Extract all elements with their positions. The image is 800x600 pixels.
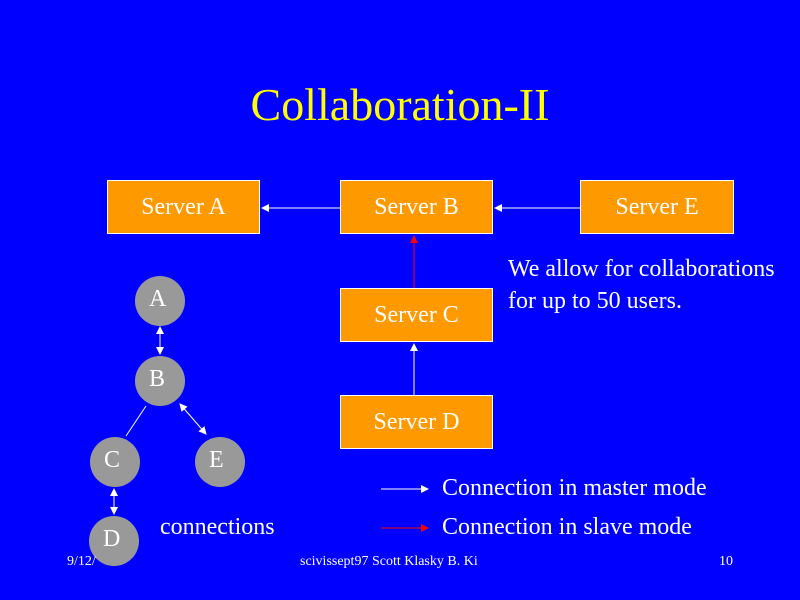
footer-date: 9/12/ <box>67 554 96 569</box>
server-e-box: Server E <box>580 180 734 234</box>
node-a: A <box>135 276 185 326</box>
node-b-label: B <box>149 366 166 392</box>
node-a-label: A <box>149 286 167 312</box>
node-d: D <box>89 516 139 566</box>
connections-label: connections <box>160 514 275 540</box>
footer-center: scivissept97 Scott Klasky B. Ki <box>300 554 478 569</box>
server-c-box: Server C <box>340 288 493 342</box>
line-node-b-c <box>125 405 147 437</box>
node-e-label: E <box>209 447 224 473</box>
node-c: C <box>90 437 140 487</box>
collaboration-note: We allow for collaborations for up to 50… <box>508 256 775 314</box>
node-e: E <box>195 437 245 487</box>
arrow-node-b-e <box>179 403 207 435</box>
server-d-box: Server D <box>340 395 493 449</box>
legend-slave-label: Connection in slave mode <box>442 514 692 540</box>
slide-title: Collaboration-II <box>250 79 550 130</box>
legend-master-label: Connection in master mode <box>442 475 707 501</box>
footer-page-number: 10 <box>719 554 733 569</box>
node-d-label: D <box>103 526 121 552</box>
server-a-box: Server A <box>107 180 260 234</box>
node-c-label: C <box>104 447 121 473</box>
node-b: B <box>135 356 185 406</box>
server-b-box: Server B <box>340 180 493 234</box>
